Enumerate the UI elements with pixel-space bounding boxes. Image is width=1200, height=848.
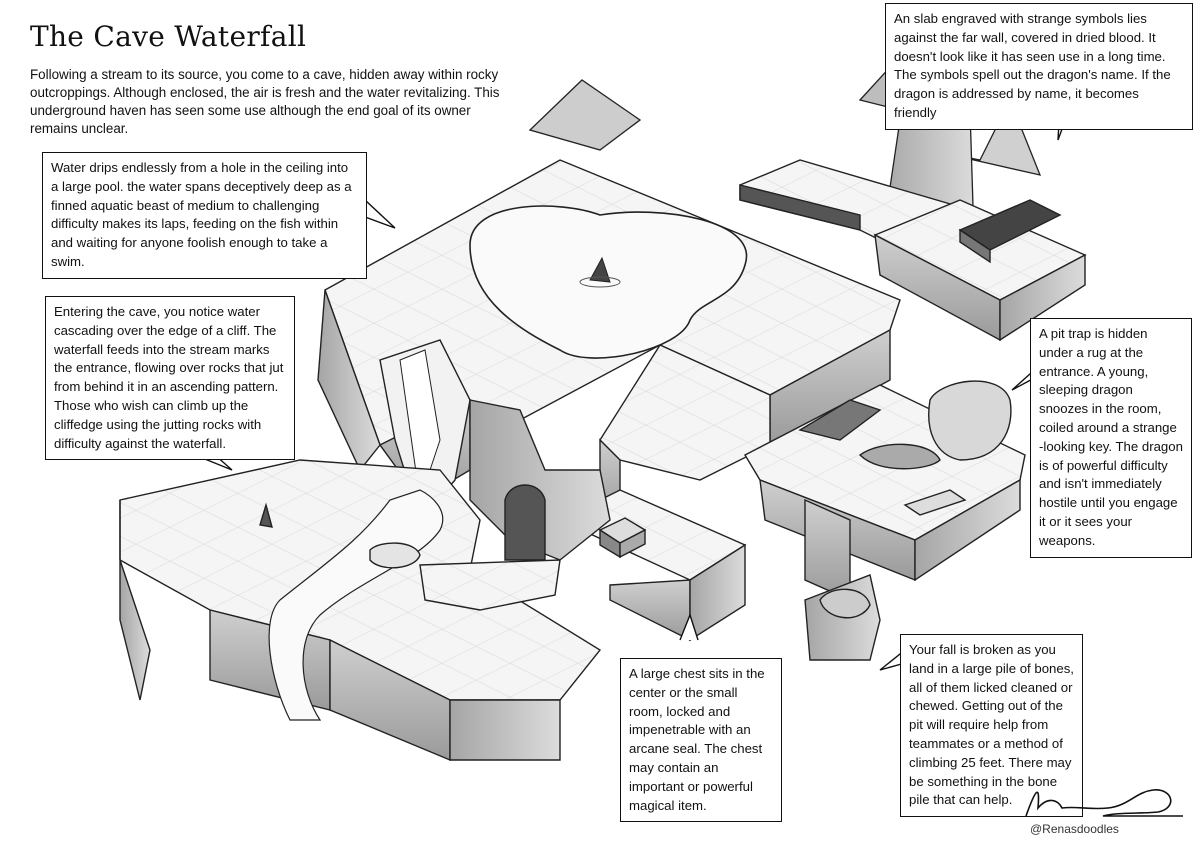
intro-text: Following a stream to its source, you co…	[30, 67, 500, 136]
pool	[469, 205, 748, 359]
callout-pit-trap: A pit trap is hidden under a rug at the …	[1030, 318, 1192, 558]
callout-slab: An slab engraved with strange symbols li…	[885, 3, 1193, 130]
callout-pool: Water drips endlessly from a hole in the…	[42, 152, 367, 279]
cave-doorway	[504, 484, 546, 561]
slab-room	[739, 159, 1087, 342]
boulder	[369, 542, 421, 569]
callout-bones: Your fall is broken as you land in a lar…	[900, 634, 1083, 818]
jutting-rock	[259, 502, 273, 528]
entrance-ledge	[119, 459, 602, 762]
bone-heap-top	[928, 380, 1012, 461]
shark-fin	[589, 256, 611, 283]
rug	[798, 399, 882, 441]
artist-signature	[1025, 789, 1183, 817]
rug-box	[903, 489, 967, 516]
sleeping-dragon	[858, 443, 941, 470]
callout-chest: A large chest sits in the center or the …	[620, 658, 782, 823]
artist-credit: @Renasdoodles	[1030, 822, 1119, 836]
callout-waterfall: Entering the cave, you notice water casc…	[45, 296, 295, 461]
pit-shaft	[804, 498, 881, 661]
waterfall-cliff	[379, 339, 611, 561]
map-title: The Cave Waterfall	[30, 20, 307, 53]
bone-pile	[819, 588, 871, 619]
